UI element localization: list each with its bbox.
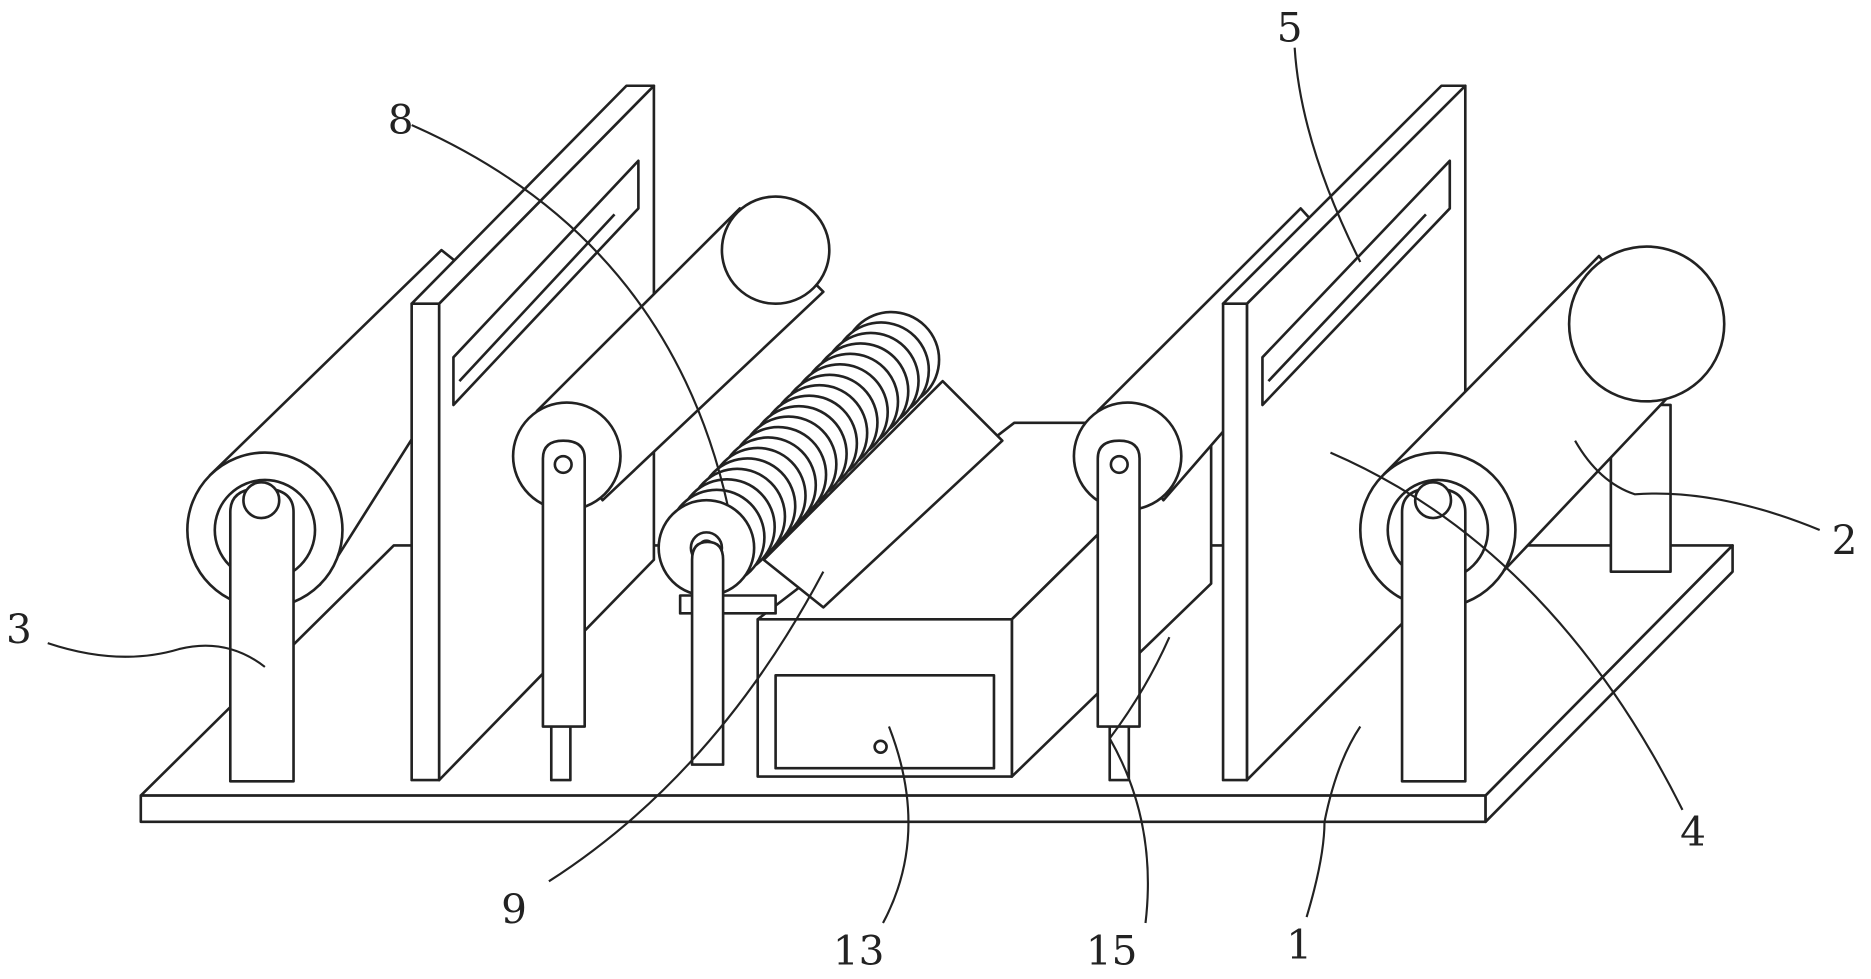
control-box (758, 619, 1012, 776)
label-5: 5 (1277, 4, 1303, 52)
label-9: 9 (501, 885, 527, 933)
left-roller-support (230, 482, 293, 781)
control-panel-window (776, 675, 994, 768)
label-15: 15 (1086, 927, 1138, 975)
control-knob[interactable] (875, 741, 887, 753)
label-1: 1 (1286, 921, 1312, 969)
label-3: 3 (6, 605, 32, 653)
label-8: 8 (388, 95, 414, 143)
label-4: 4 (1680, 808, 1706, 856)
label-13: 13 (833, 927, 885, 975)
right-roller-support (1402, 482, 1465, 781)
label-2: 2 (1832, 516, 1858, 564)
